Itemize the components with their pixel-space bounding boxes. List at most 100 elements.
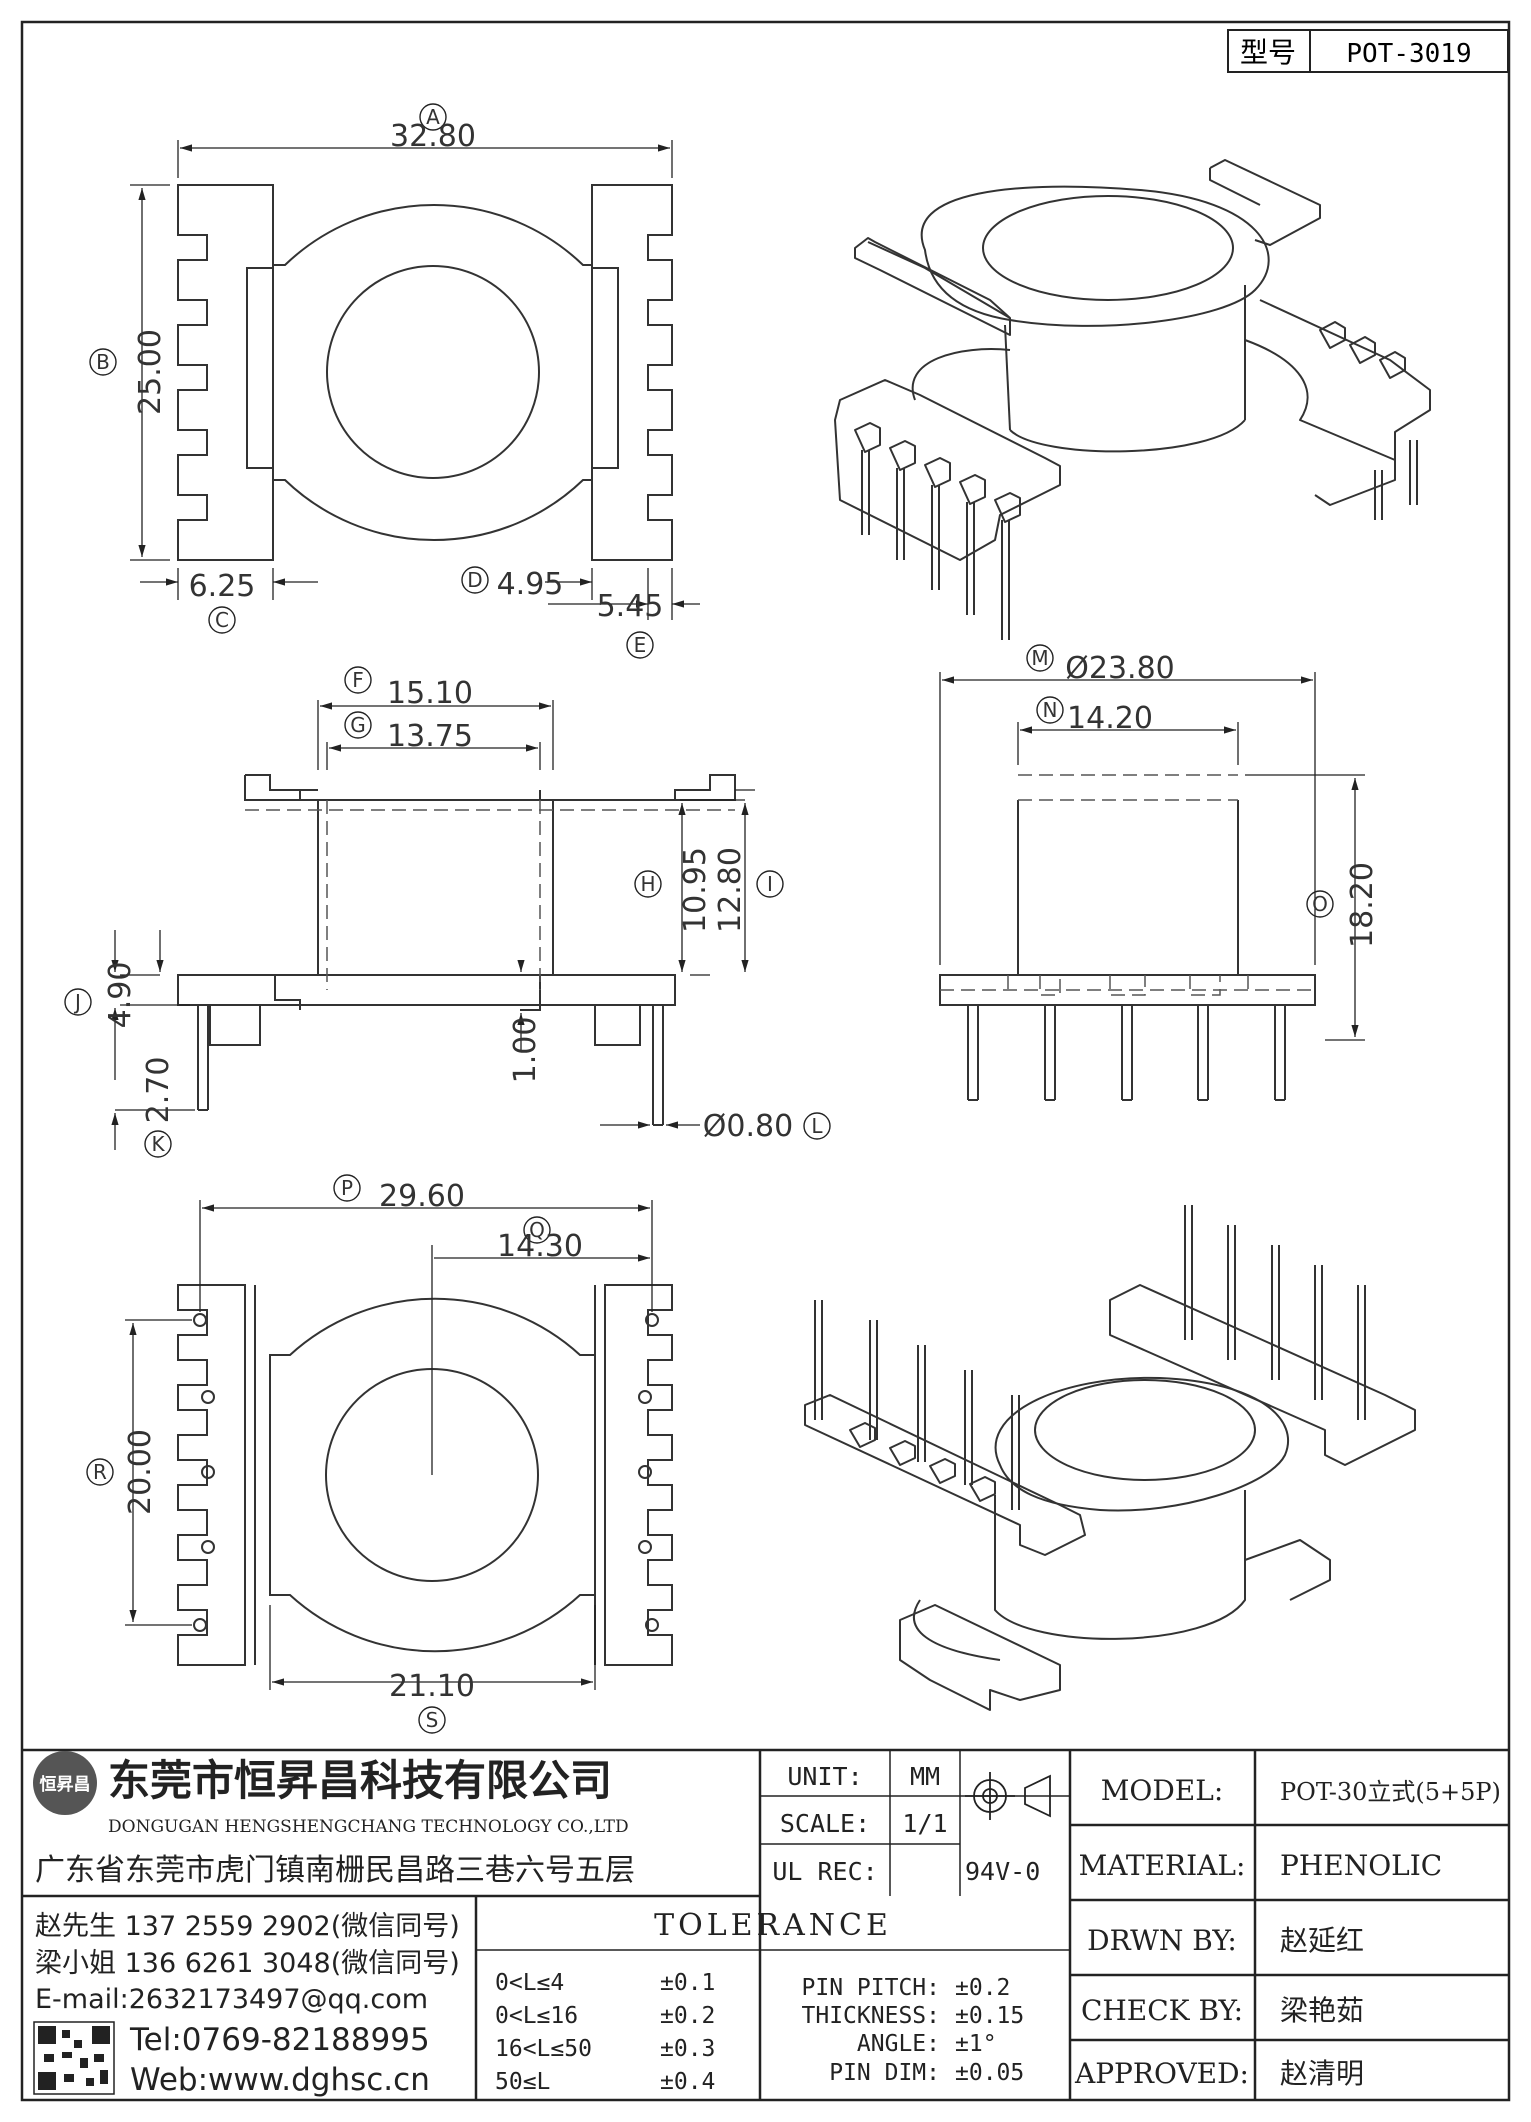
company-name-en: DONGUGAN HENGSHENGCHANG TECHNOLOGY CO.,L…: [108, 1817, 629, 1837]
spec-label-2: THICKNESS:: [802, 2003, 940, 2029]
top-view-labels: A 32.80 B 25.00 6.25 C D 4.95 5.45 E: [89, 103, 664, 659]
tel: Tel:0769-82188995: [129, 2022, 430, 2058]
material-value: PHENOLIC: [1280, 1849, 1442, 1882]
dim-d: 4.95: [497, 567, 564, 602]
label-k: K: [151, 1132, 165, 1156]
side-view: [939, 800, 1316, 1101]
spec-label-1: PIN PITCH:: [802, 1975, 940, 2001]
dim-l: Ø0.80: [703, 1109, 793, 1144]
approved-label: APPROVED:: [1074, 2057, 1249, 2090]
spec-label-3: ANGLE:: [857, 2031, 940, 2057]
logo-text: 恒昇昌: [40, 1774, 91, 1795]
dim-h: 10.95: [678, 847, 713, 933]
dim-j: 4.90: [103, 962, 138, 1029]
dim-e: 5.45: [597, 589, 664, 624]
isometric-view-top: [834, 159, 1431, 640]
title-block-text: UNIT: MM SCALE: 1/1 UL REC: 94V-0 MODEL:…: [654, 1762, 1501, 2090]
side-view-labels: M Ø23.80 N 14.20 O 18.20: [1026, 644, 1380, 948]
front-view-dimensions: [111, 700, 755, 1150]
bottom-view: [177, 1284, 673, 1666]
label-d: D: [467, 568, 482, 592]
model-box-value: POT-3019: [1346, 39, 1471, 69]
spec-tol-4: ±0.05: [955, 2060, 1024, 2086]
drawn-value: 赵延红: [1280, 1924, 1364, 1957]
company-name-cn: 东莞市恒昇昌科技有限公司: [108, 1756, 612, 1805]
qr-code-icon: [33, 2021, 115, 2095]
company-address: 广东省东莞市虎门镇南栅民昌路三巷六号五层: [35, 1853, 635, 1888]
label-h: H: [640, 872, 655, 896]
sheet-border: [20, 20, 1511, 2102]
label-n: N: [1043, 698, 1058, 722]
label-f: F: [352, 668, 364, 692]
label-l: L: [811, 1114, 823, 1138]
dim-g: 13.75: [387, 719, 473, 754]
front-view-labels: F 15.10 G 13.75 H 10.95 12.80 I J 4.90 2…: [64, 666, 831, 1158]
tol-range-3: 16<L≤50: [495, 2036, 592, 2062]
bottom-view-labels: P 29.60 Q 14.30 R 20.00 21.10 S: [86, 1174, 583, 1734]
side-view-dimensions: [939, 672, 1365, 1041]
model-value: POT-30立式(5+5P): [1280, 1778, 1501, 1806]
model-number-box: 型号 POT-3019: [1227, 29, 1509, 73]
scale-label: SCALE:: [780, 1809, 870, 1838]
contact-2: 梁小姐 136 6261 3048(微信同号): [35, 1948, 460, 1979]
dim-o: 18.20: [1345, 862, 1380, 948]
isometric-view-bottom: [804, 1205, 1416, 1711]
material-label: MATERIAL:: [1079, 1849, 1246, 1882]
bottom-view-dimensions: [125, 1200, 653, 1690]
dim-i: 12.80: [713, 847, 748, 933]
tol-value-4: ±0.4: [660, 2069, 715, 2095]
tol-range-1: 0<L≤4: [495, 1970, 564, 1996]
dim-q: 14.30: [497, 1229, 583, 1264]
dim-k: 2.70: [141, 1057, 176, 1124]
email: E-mail:2632173497@qq.com: [35, 1984, 428, 2015]
label-i: I: [767, 872, 773, 896]
drawn-label: DRWN BY:: [1087, 1924, 1237, 1957]
tol-range-2: 0<L≤16: [495, 2003, 578, 2029]
top-view: [177, 184, 673, 561]
dim-b: 25.00: [133, 329, 168, 415]
spec-label-4: PIN DIM:: [829, 2060, 940, 2086]
model-label: MODEL:: [1101, 1774, 1224, 1807]
projection-symbol-icon: [965, 1772, 1051, 1820]
label-r: R: [93, 1460, 107, 1484]
spec-tol-1: ±0.2: [955, 1975, 1010, 2001]
top-view-dimensions: [130, 140, 700, 620]
tol-value-3: ±0.3: [660, 2036, 715, 2062]
label-c: C: [215, 608, 229, 632]
label-e: E: [634, 633, 647, 657]
dim-c: 6.25: [189, 569, 256, 604]
tol-range-4: 50≤L: [495, 2069, 550, 2095]
label-p: P: [341, 1176, 353, 1200]
model-box-label: 型号: [1240, 36, 1296, 69]
label-s: S: [426, 1708, 439, 1732]
spec-tol-2: ±0.15: [955, 2003, 1024, 2029]
tol-value-1: ±0.1: [660, 1970, 715, 1996]
dim-n: 14.20: [1067, 701, 1153, 736]
side-view-hidden: [940, 774, 1315, 996]
label-g: G: [350, 713, 366, 737]
unit-label: UNIT:: [787, 1762, 862, 1791]
tolerance-title: TOLERANCE: [654, 1908, 892, 1943]
dim-p: 29.60: [379, 1179, 465, 1214]
spec-tol-3: ±1°: [955, 2031, 997, 2057]
dim-extra: 1.00: [508, 1017, 543, 1084]
check-value: 梁艳茹: [1280, 1994, 1364, 2027]
label-q: Q: [529, 1218, 545, 1242]
tolerance-table: 0<L≤4 ±0.1 0<L≤16 ±0.2 16<L≤50 ±0.3 50≤L…: [495, 1970, 1024, 2095]
label-b: B: [96, 350, 110, 374]
contact-1: 赵先生 137 2559 2902(微信同号): [35, 1911, 460, 1942]
dim-a: 32.80: [390, 119, 476, 154]
approved-value: 赵清明: [1280, 2057, 1364, 2090]
company-info: 东莞市恒昇昌科技有限公司 DONGUGAN HENGSHENGCHANG TEC…: [35, 1756, 635, 2098]
company-logo-icon: 恒昇昌: [33, 1751, 97, 1815]
unit-value: MM: [910, 1762, 940, 1791]
dim-s: 21.10: [389, 1669, 475, 1704]
dim-f: 15.10: [387, 676, 473, 711]
front-view-hidden: [245, 800, 735, 990]
dim-m: Ø23.80: [1065, 651, 1175, 686]
check-label: CHECK BY:: [1081, 1994, 1243, 2027]
label-o: O: [1312, 892, 1328, 916]
ulrec-label: UL REC:: [772, 1857, 877, 1886]
